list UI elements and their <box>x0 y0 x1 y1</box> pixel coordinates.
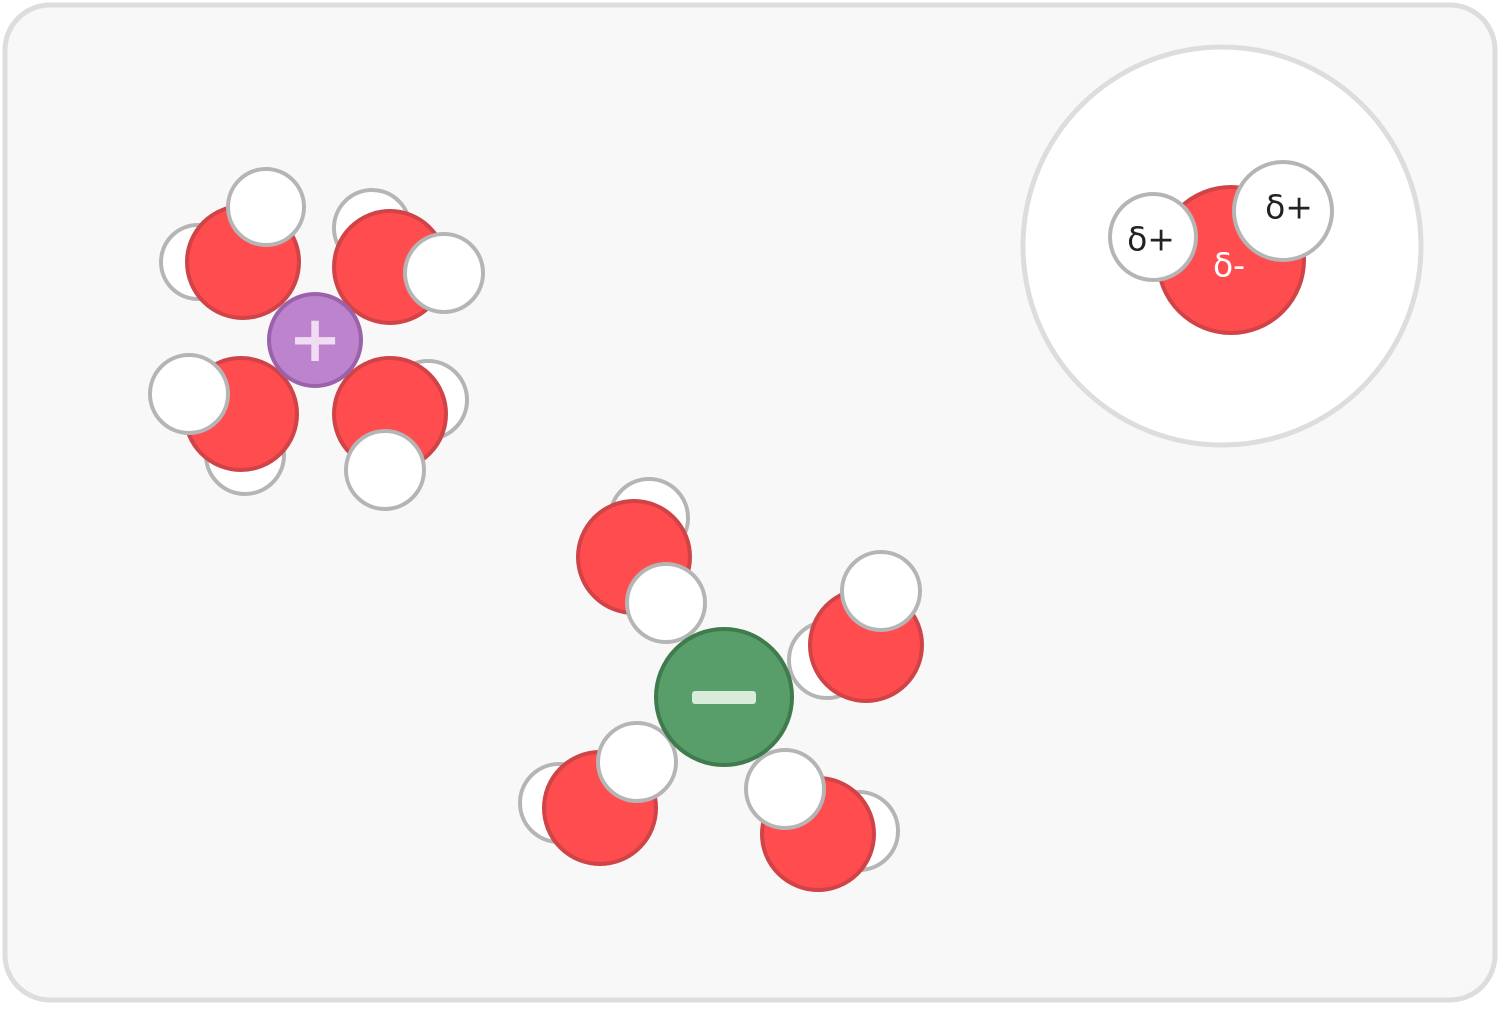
hydrogen-atom <box>226 167 306 247</box>
anion-hydration-shell: − <box>518 477 924 892</box>
water-molecule <box>332 188 485 325</box>
partial-positive-label-left: δ+ <box>1127 220 1175 259</box>
cation-hydration-shell: + <box>148 167 485 511</box>
hydrogen-atom <box>840 550 922 632</box>
hydrogen-atom <box>744 748 826 830</box>
cation-sphere <box>267 292 363 388</box>
anion: − <box>654 627 794 767</box>
hydrogen-atom <box>148 353 230 435</box>
partial-positive-label-right: δ+ <box>1265 188 1313 227</box>
water-molecule <box>332 356 469 511</box>
water-molecule <box>744 748 900 892</box>
partial-negative-label: δ- <box>1213 246 1245 285</box>
hydrogen-atom <box>596 721 678 803</box>
water-polarity-inset: δ+ δ+ δ- <box>1020 44 1424 448</box>
water-molecule <box>576 477 707 644</box>
water-molecule <box>787 550 924 703</box>
hydrogen-atom <box>403 232 485 314</box>
water-molecule <box>148 353 299 496</box>
water-molecule <box>159 167 306 320</box>
water-molecule <box>518 721 678 866</box>
cation-symbol: + <box>288 303 342 377</box>
inset-hydrogen-atom-left <box>1108 192 1198 282</box>
inset-hydrogen-atom-right <box>1232 160 1334 262</box>
hydrogen-atom <box>625 562 707 644</box>
cation: + <box>267 292 363 388</box>
hydrogen-atom <box>344 429 426 511</box>
anion-symbol-bar <box>692 691 756 704</box>
